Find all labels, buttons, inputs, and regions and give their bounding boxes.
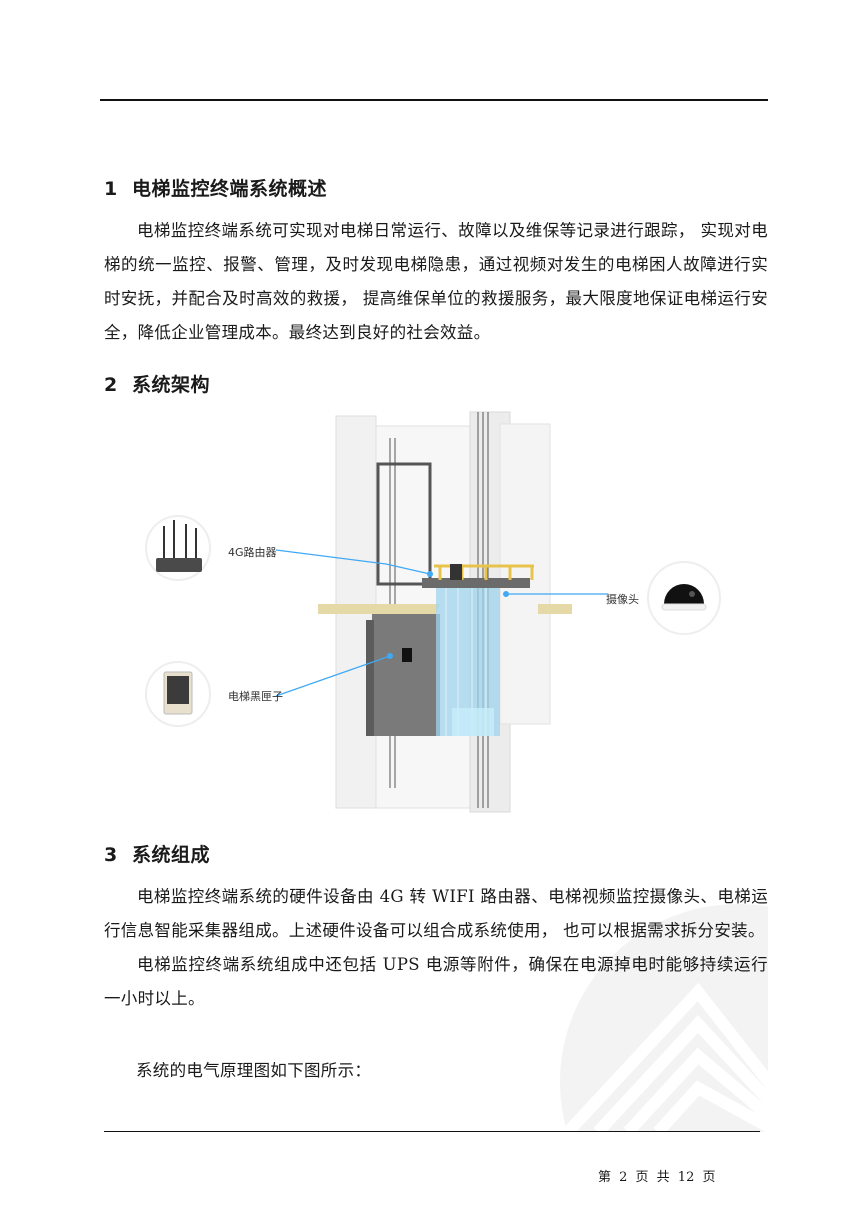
router-thumbnail [145, 515, 211, 581]
router-leader-line [275, 549, 431, 575]
floor-slab-right [538, 604, 572, 614]
camera-label: 摄像头 [606, 592, 639, 606]
shaft-side-wall [499, 423, 551, 725]
section-1-paragraph: 电梯监控终端系统可实现对电梯日常运行、故障以及维保等记录进行跟踪， 实现对电梯的… [104, 221, 768, 342]
footer-rule [104, 1131, 760, 1132]
watermark-logo [560, 904, 768, 1132]
section-3-heading: 3 系统组成 [104, 840, 210, 867]
section-number: 3 [104, 844, 118, 866]
section-1-heading: 1 电梯监控终端系统概述 [104, 174, 327, 201]
section-title: 电梯监控终端系统概述 [132, 178, 328, 200]
blackbox-device [402, 648, 412, 662]
section-number: 2 [104, 374, 118, 396]
floor-slab-left [318, 604, 440, 614]
blackbox-leader-line [275, 655, 391, 697]
section-number: 1 [104, 178, 118, 200]
car-top-beam [422, 578, 530, 588]
blackbox-thumbnail [145, 661, 211, 727]
section-title: 系统架构 [132, 374, 211, 396]
section-title: 系统组成 [132, 844, 211, 866]
page-number: 第 2 页 共 12 页 [598, 1170, 716, 1185]
router-label: 4G路由器 [228, 545, 277, 559]
section-2-heading: 2 系统架构 [104, 370, 210, 397]
camera-thumbnail [647, 561, 721, 635]
section-3-paragraph-1: 电梯监控终端系统的硬件设备由 4G 转 WIFI 路由器、电梯视频监控摄像头、电… [104, 887, 768, 940]
header-rule [100, 99, 768, 101]
elevator-car-body [372, 614, 440, 736]
section-3-paragraph-2: 电梯监控终端系统组成中还包括 UPS 电源等附件，确保在电源掉电时能够持续运行一… [104, 955, 768, 1008]
schematic-intro-line: 系统的电气原理图如下图所示： [136, 1061, 372, 1080]
blackbox-label: 电梯黑匣子 [228, 690, 283, 703]
door-frame [376, 462, 432, 586]
system-architecture-figure: 4G路由器 摄像头 电梯黑匣子 [145, 411, 721, 813]
